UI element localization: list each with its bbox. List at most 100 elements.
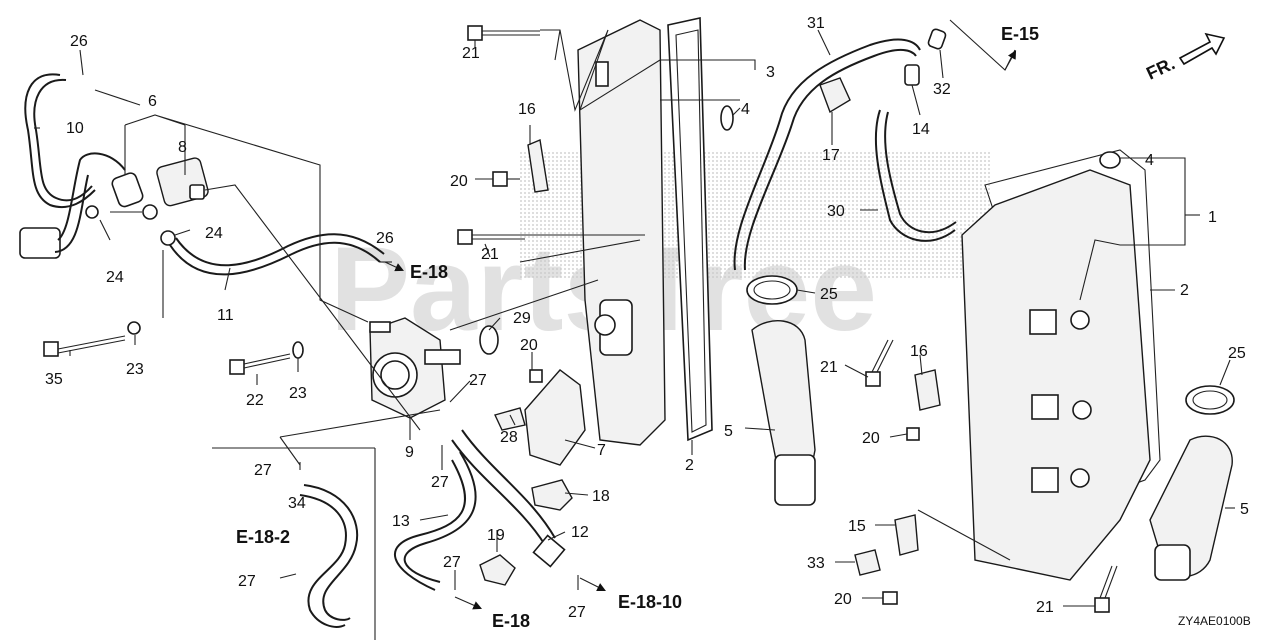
oring-29: [479, 325, 499, 355]
callout-4-center: 4: [741, 101, 750, 118]
clip-19: [479, 554, 516, 586]
callout-15: 15: [848, 518, 866, 535]
clip-28: [494, 407, 526, 431]
callout-21-d: 21: [1036, 599, 1054, 616]
cover-1: [961, 169, 1151, 581]
callout-27-f: 27: [238, 573, 256, 590]
callout-4-right: 4: [1145, 152, 1154, 169]
callout-14: 14: [912, 121, 930, 138]
gasket-2-left: [667, 17, 713, 442]
callout-16-right: 16: [910, 343, 928, 360]
callout-27-b: 27: [254, 462, 272, 479]
fitting-14: [904, 64, 920, 86]
callout-9: 9: [405, 444, 414, 461]
bolt-20-right-a: [906, 427, 920, 441]
clip-17: [819, 77, 851, 114]
ref-e18-bottom: E-18: [492, 611, 530, 631]
callout-34: 34: [288, 495, 306, 512]
ref-e15: E-15: [1001, 24, 1039, 44]
callout-29: 29: [513, 310, 531, 327]
callout-26-b: 26: [376, 230, 394, 247]
callout-27-e: 27: [568, 604, 586, 621]
callout-21-b: 21: [481, 246, 499, 263]
callout-25-b: 25: [1228, 345, 1246, 362]
bolt-21-right-a: [865, 339, 894, 387]
callout-24-a: 24: [205, 225, 223, 242]
hose-30: [874, 109, 957, 242]
reference-labels: E-15 E-18 E-18 E-18-2 E-18-10: [236, 24, 1039, 631]
sensor-8: [156, 157, 209, 207]
callout-31: 31: [807, 15, 825, 32]
callout-27-c: 27: [431, 474, 449, 491]
figure-code: ZY4AE0100B: [1178, 614, 1251, 628]
callout-18: 18: [592, 488, 610, 505]
callout-1: 1: [1208, 209, 1217, 226]
hose-12: [451, 429, 566, 568]
callout-5-right: 5: [1240, 501, 1249, 518]
callout-12: 12: [571, 524, 589, 541]
callout-21-c: 21: [820, 359, 838, 376]
clamp-25-center: [746, 275, 798, 305]
callout-23-a: 23: [126, 361, 144, 378]
bolt-21-top: [467, 25, 540, 41]
callout-20-a: 20: [450, 173, 468, 190]
hose-10: [19, 73, 158, 259]
callout-32: 32: [933, 81, 951, 98]
callout-26-a: 26: [70, 33, 88, 50]
bolt-21-right-b: [1094, 565, 1118, 613]
cap-32: [927, 28, 947, 50]
callout-6: 6: [148, 93, 157, 110]
bolt-35: [43, 321, 141, 357]
callout-8: 8: [178, 139, 187, 156]
callout-20-c: 20: [862, 430, 880, 447]
callout-23-b: 23: [289, 385, 307, 402]
callout-20-d: 20: [834, 591, 852, 608]
callout-16-left: 16: [518, 101, 536, 118]
inset-frame: [212, 447, 376, 640]
bolt-20-a: [492, 171, 520, 187]
pump-9: [369, 317, 461, 419]
callout-30: 30: [827, 203, 845, 220]
clip-33: [854, 549, 881, 576]
callout-2-right: 2: [1180, 282, 1189, 299]
bolt-20-right-b: [882, 591, 898, 605]
callout-35: 35: [45, 371, 63, 388]
bolt-21-mid: [457, 229, 525, 245]
callout-20-b: 20: [520, 337, 538, 354]
callout-7: 7: [597, 442, 606, 459]
hose-34: [299, 484, 359, 628]
front-arrow: FR.: [1143, 32, 1226, 84]
callout-28: 28: [500, 429, 518, 446]
callout-25-a: 25: [820, 286, 838, 303]
callout-24-b: 24: [106, 269, 124, 286]
callout-3: 3: [766, 64, 775, 81]
callout-27-a: 27: [469, 372, 487, 389]
callout-11: 11: [217, 307, 234, 324]
bolt-20-b: [529, 369, 543, 383]
duct-5-center: [751, 320, 816, 506]
callouts: 1 2 2 3 4 4 5 5 6 7 8 9 10 11 12 13 14 1…: [45, 15, 1249, 621]
callout-13: 13: [392, 513, 410, 530]
ref-e18-10: E-18-10: [618, 592, 682, 612]
hose-13: [394, 451, 477, 591]
reference-arrows: [384, 50, 1017, 610]
front-label: FR.: [1143, 53, 1178, 83]
bracket-16-left: [527, 139, 549, 193]
callout-10: 10: [66, 120, 84, 137]
callout-22: 22: [246, 392, 264, 409]
bracket-16-right: [914, 369, 941, 411]
clip-18: [531, 479, 573, 511]
bolt-22: [229, 341, 304, 375]
hose-11: [160, 230, 385, 276]
bracket-7: [524, 369, 586, 466]
callout-19: 19: [487, 527, 505, 544]
callout-17: 17: [822, 147, 840, 164]
callout-5-center: 5: [724, 423, 733, 440]
callout-27-d: 27: [443, 554, 461, 571]
callout-33: 33: [807, 555, 825, 572]
clamp-25-right: [1185, 385, 1235, 415]
cover-3: [577, 19, 666, 446]
washer-4-right: [1099, 151, 1121, 169]
washer-4-top: [720, 105, 734, 131]
